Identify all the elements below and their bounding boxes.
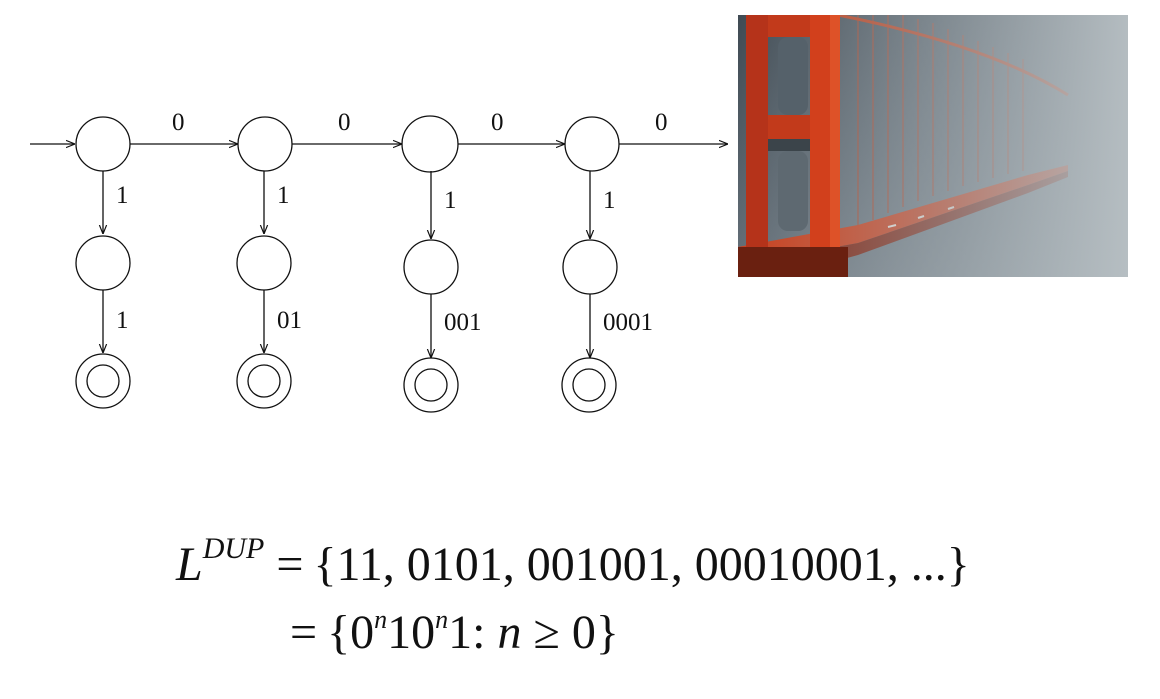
exponent-n-2: n [435, 605, 449, 634]
state-mid-1 [75, 235, 131, 291]
state-mid-4 [562, 239, 618, 295]
label-top-1: 0 [172, 109, 185, 136]
language-set-enumeration: {11, 0101, 001001, 00010001, ...} [313, 538, 970, 591]
label-final-4: 0001 [603, 309, 653, 336]
formula-line-1: LDUP ={11, 0101, 001001, 00010001, ...} [176, 532, 970, 592]
label-final-3: 001 [444, 309, 482, 336]
label-top-2: 0 [338, 109, 351, 136]
label-final-2: 01 [277, 307, 302, 334]
exponent-n-1: n [374, 605, 388, 634]
language-symbol: L [176, 538, 203, 591]
dfa-diagram: 0 0 0 0 1 1 1 1 1 01 001 0001 [30, 109, 728, 413]
state-top-1 [75, 116, 131, 172]
set-after: 1: [448, 606, 498, 659]
set-mid: 10 [387, 606, 436, 659]
equals-sign-2: = [290, 606, 318, 659]
accept-state-4 [561, 357, 617, 413]
label-down-2: 1 [277, 182, 290, 209]
formula-line-2: ={0n10n1: n ≥ 0} [290, 605, 619, 660]
state-top-2 [237, 116, 293, 172]
state-top-3 [401, 115, 459, 173]
label-down-1: 1 [116, 182, 129, 209]
golden-gate-bridge-photo [738, 15, 1128, 277]
accept-state-2 [236, 353, 292, 409]
state-mid-3 [403, 239, 459, 295]
label-final-1: 1 [116, 307, 129, 334]
label-down-3: 1 [444, 187, 457, 214]
equals-sign-1: = [276, 538, 304, 591]
label-top-3: 0 [491, 109, 504, 136]
accept-state-3 [403, 357, 459, 413]
set-open: {0 [327, 606, 375, 659]
variable-n: n [497, 606, 522, 659]
set-condition: ≥ 0} [521, 606, 619, 659]
label-top-4: 0 [655, 109, 668, 136]
state-mid-2 [236, 235, 292, 291]
label-down-4: 1 [603, 187, 616, 214]
state-top-4 [564, 116, 620, 172]
accept-state-1 [75, 353, 131, 409]
language-superscript: DUP [202, 532, 265, 565]
